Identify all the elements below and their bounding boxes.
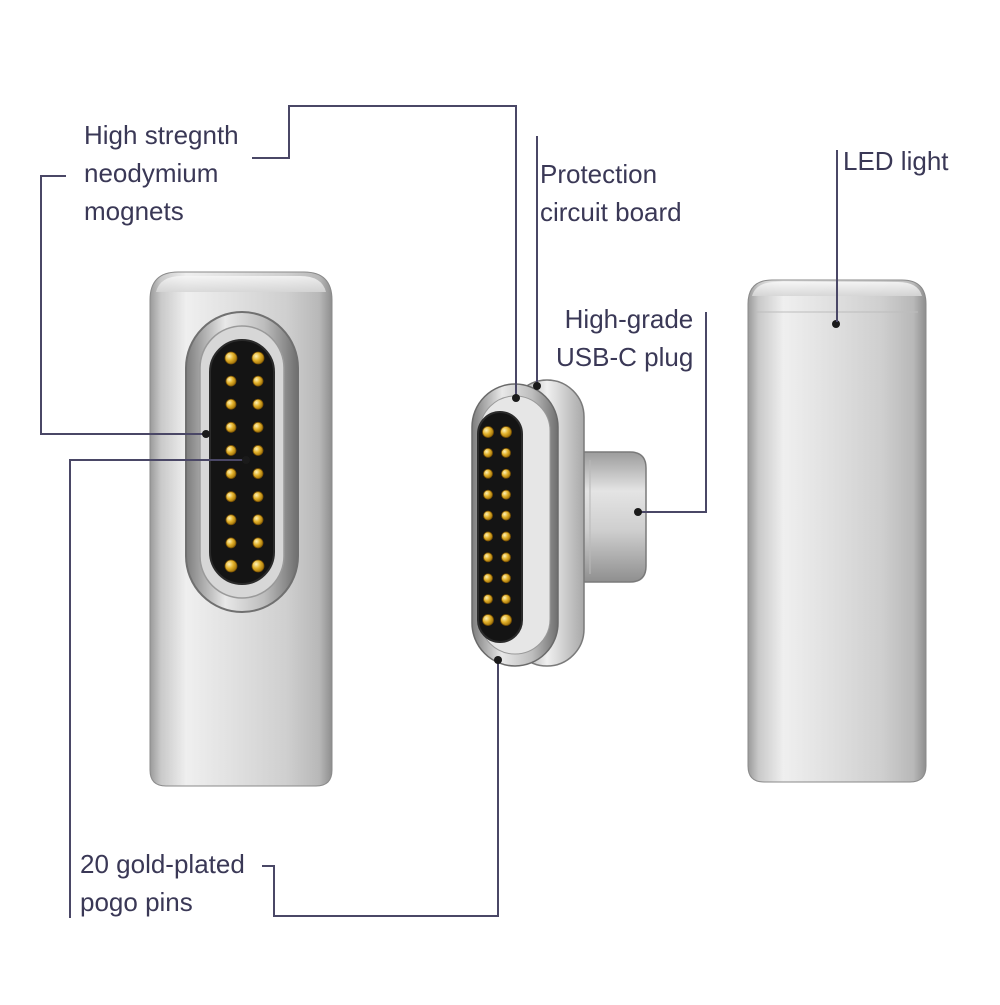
usb-c-plug [471,379,647,667]
pogo-pin [225,398,237,410]
pogo-pin [252,537,264,549]
label-magnets-line1: High stregnth [84,120,239,150]
pogo-pin [483,552,493,563]
pogo-pin [501,573,511,584]
pogo-pin [252,491,264,503]
pogo-pin [225,537,237,549]
pogo-pin [225,445,237,456]
label-usbc: High-grade USB-C plug [556,300,693,376]
callout-lines [40,105,838,918]
pogo-pin [501,594,511,605]
pogo-pin [252,468,264,479]
pogo-pin [252,445,264,456]
pogo-pin [251,559,265,573]
label-pins-line1: 20 gold-plated [80,849,245,879]
pogo-pin [501,468,511,479]
label-led: LED light [843,142,949,180]
label-pcb-line2: circuit board [540,197,682,227]
pogo-pin [252,514,264,526]
pogo-pin [251,351,265,365]
usb-c-connector [565,451,647,583]
pogo-pin [252,375,264,387]
label-pcb: Protection circuit board [540,155,682,231]
pin-bed [209,339,275,585]
label-magnets-line3: mognets [84,196,184,226]
pogo-pin [225,421,237,433]
pogo-pin [483,489,493,500]
pogo-pin [501,489,511,500]
pogo-pin [501,510,511,521]
pogo-pin [482,614,494,626]
label-magnets-line2: neodymium [84,158,219,188]
pogo-pins-middle [482,426,512,626]
label-usbc-line1: High-grade [564,304,694,334]
label-magnets: High stregnth neodymium mognets [84,116,239,230]
label-pins: 20 gold-plated pogo pins [80,845,245,921]
callout-dots [202,382,642,664]
label-usbc-line2: USB-C plug [556,342,694,372]
label-pcb-line1: Protection [540,159,658,189]
pogo-pin [225,375,237,387]
pogo-pin [224,351,238,365]
pogo-pin [224,559,238,573]
pogo-pin [500,614,512,626]
pogo-pin [225,514,237,526]
pogo-pin [500,426,512,438]
pogo-pin [482,426,494,438]
pogo-pin [483,573,493,584]
pogo-pin [225,468,237,479]
pogo-pin [225,491,237,503]
label-pins-line2: pogo pins [80,887,193,917]
pogo-pin [483,594,493,605]
pogo-pin [483,510,493,521]
adapter-back [747,279,927,783]
pogo-pin [483,531,493,542]
pogo-pin [501,531,511,542]
label-led-text: LED light [843,146,949,176]
pogo-pin [252,421,264,433]
pogo-pin [501,552,511,563]
pogo-pin [483,468,493,479]
pogo-pin [252,398,264,410]
pogo-pin [501,447,511,458]
magnetic-adapter-front [149,271,333,787]
pogo-pins-left [224,351,265,573]
pin-bed [477,411,523,643]
pogo-pin [483,447,493,458]
